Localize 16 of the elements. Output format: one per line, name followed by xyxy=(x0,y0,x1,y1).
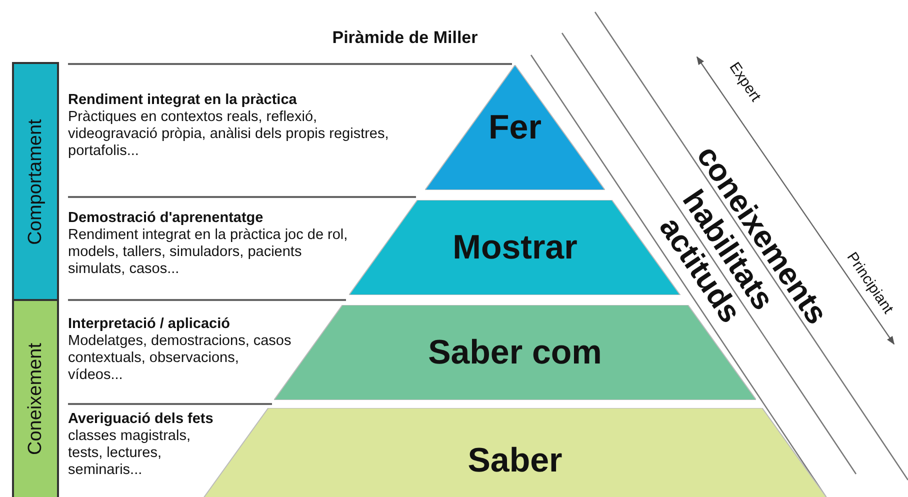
level-label: Saber xyxy=(466,442,564,481)
category-band xyxy=(12,62,59,301)
level-description: Pràctiques en contextos reals, reflexió, videogravació pròpia, anàlisi dels propis registres, portafolis... xyxy=(68,109,390,160)
category-label: Coneixement xyxy=(24,343,46,455)
level-heading: Averiguació dels fets xyxy=(68,411,214,428)
level-heading: Rendiment integrat en la pràctica xyxy=(68,92,298,109)
title: Piràmide de Miller xyxy=(331,28,479,48)
level-description: Modelatges, demostracions, casos contextuals, observacions, vídeos... xyxy=(68,333,292,384)
category-band xyxy=(12,299,59,497)
level-heading: Demostració d'aprenentatge xyxy=(68,210,264,227)
level-heading: Interpretació / aplicació xyxy=(68,316,231,333)
pyramid-level xyxy=(425,65,605,190)
category-label: Comportament xyxy=(24,118,46,244)
level-description: classes magistrals, tests, lectures, seminaris... xyxy=(68,428,192,479)
level-description: Rendiment integrat en la pràctica joc de rol, models, tallers, simuladors, pacients simulats, casos... xyxy=(68,227,349,278)
level-label: Fer xyxy=(488,108,542,147)
